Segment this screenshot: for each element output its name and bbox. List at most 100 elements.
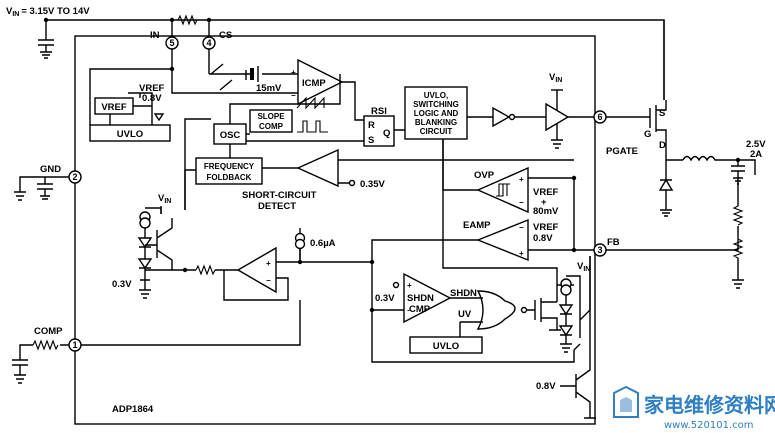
svg-text:+: + <box>519 249 524 258</box>
svg-text:FB: FB <box>607 237 620 248</box>
svg-text:IN: IN <box>150 30 160 41</box>
svg-text:5: 5 <box>169 38 174 48</box>
svg-text:6: 6 <box>597 112 602 122</box>
comp-buffer-amp <box>236 246 277 294</box>
svg-text:SWITCHING: SWITCHING <box>413 100 459 109</box>
svg-text:SLOPE: SLOPE <box>257 112 285 121</box>
svg-text:VIN: VIN <box>577 261 590 273</box>
svg-text:VIN: VIN <box>549 72 562 84</box>
svg-text:Q: Q <box>383 128 390 139</box>
clock-pulse-icon <box>297 120 328 133</box>
svg-text:CS: CS <box>219 30 232 41</box>
svg-text:80mV: 80mV <box>533 206 559 217</box>
slope-comp-block <box>249 109 293 133</box>
svg-text:3: 3 <box>597 245 602 255</box>
svg-text:VREF: VREF <box>533 222 559 233</box>
svg-text:4: 4 <box>206 38 211 48</box>
part-number: ADP1864 <box>112 404 154 415</box>
svg-text:VIN: VIN <box>158 193 171 205</box>
ref-03-label-b: 0.3V <box>375 293 395 304</box>
svg-text:G: G <box>644 129 651 140</box>
svg-text:COMP: COMP <box>259 122 284 131</box>
gnd-symbol <box>14 176 69 201</box>
short-circuit-label: SHORT-CIRCUIT <box>242 190 317 201</box>
pin-comp: 1 COMP <box>34 326 82 352</box>
mosfet-gate <box>606 105 657 132</box>
gate-driver <box>545 102 570 132</box>
input-capacitor <box>38 20 54 59</box>
svg-text:CMP: CMP <box>409 304 431 315</box>
svg-text:+: + <box>266 259 271 268</box>
svg-text:D: D <box>659 140 666 151</box>
svg-text:−: − <box>291 91 296 100</box>
svg-text:S: S <box>659 108 665 119</box>
vref-label: VREF <box>139 83 165 94</box>
shdn-comparator <box>403 272 452 324</box>
divider-resistor-top <box>732 205 744 226</box>
svg-text:www.520101.com: www.520101.com <box>664 420 754 431</box>
output-voltage: 2.5V <box>746 139 766 150</box>
chip-outline <box>74 35 596 425</box>
ref-08-label: 0.8V <box>536 381 556 392</box>
svg-text:+: + <box>291 68 296 77</box>
svg-text:UVLO: UVLO <box>117 129 143 140</box>
svg-text:+: + <box>519 175 524 184</box>
rsi-label: RSI <box>371 106 387 117</box>
offset-label: 15mV <box>256 83 282 94</box>
vin-label: VIN= 3.15V TO 14V <box>6 6 90 18</box>
frequency-foldback-block <box>195 157 263 185</box>
ovp-label: OVP <box>474 170 495 181</box>
svg-text:−: − <box>519 223 524 232</box>
output-inductor <box>682 155 738 162</box>
rsi-latch <box>363 115 395 147</box>
pin-cs: 4 CS <box>202 30 232 50</box>
ref-03-label-a: 0.3V <box>112 279 132 290</box>
svg-text:BLANKING: BLANKING <box>415 118 457 127</box>
svg-text:LOGIC AND: LOGIC AND <box>414 109 459 118</box>
eamp-label: EAMP <box>463 220 491 231</box>
hysteresis-icon <box>496 183 510 197</box>
short-circuit-comparator <box>296 148 339 188</box>
nor-gate <box>476 290 516 330</box>
svg-text:FOLDBACK: FOLDBACK <box>207 173 252 182</box>
svg-text:−: − <box>407 306 412 315</box>
svg-text:OSC: OSC <box>220 130 241 141</box>
svg-text:+: + <box>407 281 412 290</box>
switching-logic-block <box>404 86 468 140</box>
watermark: 家电维修资料网 www.520101.com <box>613 385 775 431</box>
svg-text:FREQUENCY: FREQUENCY <box>204 162 255 171</box>
svg-text:ICMP: ICMP <box>302 78 326 89</box>
shdn-label: SHDN <box>450 288 477 299</box>
svg-text:VREF: VREF <box>533 187 559 198</box>
svg-text:UVLO,: UVLO, <box>424 91 448 100</box>
svg-text:COMP: COMP <box>34 326 63 337</box>
svg-text:CIRCUIT: CIRCUIT <box>420 127 453 136</box>
svg-text:UVLO: UVLO <box>433 341 459 352</box>
svg-text:VIN= 3.15V TO 14V: VIN= 3.15V TO 14V <box>6 6 90 18</box>
uvlo-block-top <box>89 124 171 142</box>
external-mosfet <box>656 100 683 161</box>
comp-resistor <box>32 339 59 351</box>
svg-text:R: R <box>368 120 375 131</box>
svg-text:GND: GND <box>40 164 61 175</box>
svg-text:VREF: VREF <box>101 102 127 113</box>
svg-text:0.8V: 0.8V <box>533 233 553 244</box>
svg-text:1: 1 <box>72 340 77 350</box>
output-current: 2A <box>750 149 762 160</box>
sense-resistor <box>177 14 198 26</box>
svg-text:SHDN: SHDN <box>407 293 434 304</box>
svg-text:S: S <box>368 135 374 146</box>
inverter <box>492 106 511 128</box>
svg-text:−: − <box>519 198 524 207</box>
vref-value: 0.8V <box>142 93 162 104</box>
comp-series-resistor <box>195 264 216 276</box>
pin-in: 5 IN <box>150 30 179 50</box>
pin-fb: 3 FB <box>593 237 620 257</box>
icmp-comparator <box>297 58 344 106</box>
pin-pgate: 6 PGATE <box>593 110 638 157</box>
svg-text:PGATE: PGATE <box>606 146 638 157</box>
sawtooth-icon <box>296 96 325 110</box>
sc-ref-label: 0.35V <box>360 179 385 190</box>
schottky-diode <box>658 160 674 217</box>
